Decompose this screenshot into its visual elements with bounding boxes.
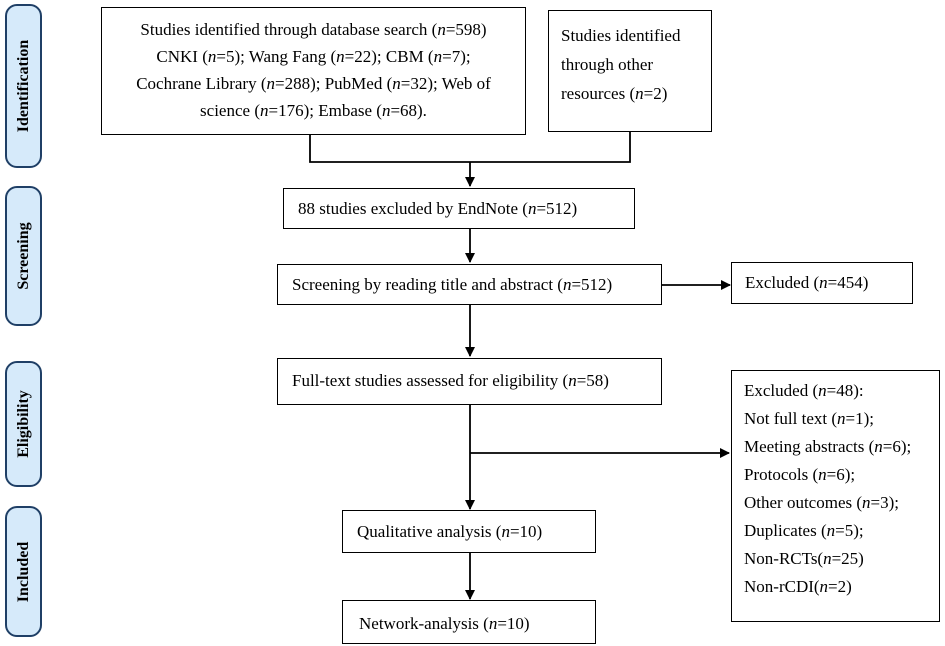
excluded-454-box: Excluded (n=454) xyxy=(731,262,913,304)
title-abstract-screening-box: Screening by reading title and abstract … xyxy=(277,264,662,305)
network-analysis-box: Network-analysis (n=10) xyxy=(342,600,596,644)
exclusion-reason: Other outcomes (n=3); xyxy=(744,493,900,512)
phase-identification: Identification xyxy=(5,4,42,168)
qualitative-analysis-box: Qualitative analysis (n=10) xyxy=(342,510,596,553)
phase-included: Included xyxy=(5,506,42,637)
box-line: Cochrane Library (n=288); PubMed (n=32);… xyxy=(136,74,491,93)
box-line: science (n=176); Embase (n=68). xyxy=(200,101,427,120)
exclusion-reason: Excluded (n=48): xyxy=(744,381,864,400)
fulltext-assessment-box: Full-text studies assessed for eligibili… xyxy=(277,358,662,405)
endnote-exclusion-box: 88 studies excluded by EndNote (n=512) xyxy=(283,188,635,229)
phase-screening: Screening xyxy=(5,186,42,326)
phase-eligibility: Eligibility xyxy=(5,361,42,487)
exclusion-reason: Not full text (n=1); xyxy=(744,409,874,428)
box-line: Studies identified xyxy=(561,26,681,45)
box-line: resources (n=2) xyxy=(561,84,668,103)
other-resources-box: Studies identified through other resourc… xyxy=(548,10,712,132)
box-line: CNKI (n=5); Wang Fang (n=22); CBM (n=7); xyxy=(156,47,471,66)
excluded-48-box: Excluded (n=48): Not full text (n=1); Me… xyxy=(731,370,940,622)
merge-line xyxy=(309,132,631,163)
exclusion-reason: Non-rCDI(n=2) xyxy=(744,577,852,596)
box-line: through other xyxy=(561,55,654,74)
exclusion-reason: Non-RCTs(n=25) xyxy=(744,549,864,568)
exclusion-reason: Duplicates (n=5); xyxy=(744,521,864,540)
exclusion-reason: Protocols (n=6); xyxy=(744,465,856,484)
box-line: Studies identified through database sear… xyxy=(140,20,487,39)
database-search-box: Studies identified through database sear… xyxy=(101,7,526,135)
exclusion-reason: Meeting abstracts (n=6); xyxy=(744,437,912,456)
